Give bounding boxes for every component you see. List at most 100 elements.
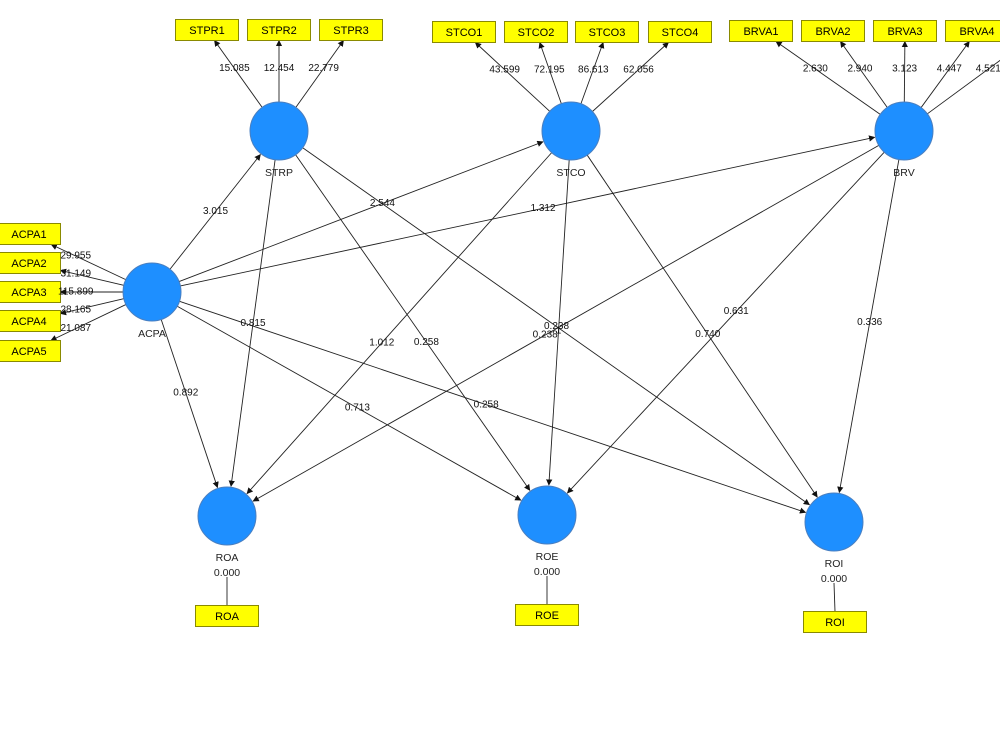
loading-brva5	[927, 59, 1000, 115]
loading-value-brva1: 2.630	[803, 64, 828, 75]
construct-brv[interactable]: BRV	[874, 101, 934, 179]
indicator-stco1[interactable]: STCO1	[432, 21, 496, 43]
indicator-box	[319, 19, 383, 41]
path-brv-to-roa	[252, 144, 880, 502]
indicator-stco3[interactable]: STCO3	[575, 21, 639, 43]
loading-value-stco2: 72.195	[534, 64, 565, 75]
path-strp-to-roi	[302, 147, 810, 506]
indicator-box	[0, 252, 61, 274]
indicator-stpr3[interactable]: STPR3	[319, 19, 383, 41]
indicator-acpa5[interactable]: ACPA5	[0, 340, 61, 362]
loading-acpa4	[59, 298, 124, 316]
path-stco-to-roi	[586, 154, 818, 498]
construct-roa[interactable]: ROA 0.000	[197, 486, 257, 579]
indicator-label: BRVA1	[743, 26, 778, 38]
construct-label: ROI	[825, 558, 844, 570]
loading-value-stpr2: 12.454	[264, 63, 295, 74]
indicator-roi_ind[interactable]: ROI	[803, 611, 867, 633]
path-coefficient-acpa-stco: 2.544	[370, 198, 395, 209]
indicator-acpa1[interactable]: ACPA1	[0, 223, 61, 245]
construct-stco[interactable]: STCO	[541, 101, 601, 179]
path-strp-to-roa	[228, 159, 276, 487]
indicator-box	[195, 605, 259, 627]
loading-value-stco1: 43.599	[489, 64, 520, 75]
path-coefficient-strp-roa: 0.815	[240, 318, 265, 329]
construct-label: STCO	[556, 167, 585, 179]
path-coefficient-acpa-brv: 1.312	[531, 203, 556, 214]
indicator-label: ROE	[535, 610, 559, 622]
loading-value-acpa5: 21.087	[60, 323, 91, 334]
indicator-box	[0, 310, 61, 332]
path-stco-to-roa	[246, 152, 553, 495]
path-brv-to-roi	[837, 159, 900, 494]
indicator-label: ACPA3	[11, 287, 46, 299]
loading-stpr1	[214, 39, 263, 108]
path-acpa-to-roa	[160, 319, 219, 489]
indicator-acpa2[interactable]: ACPA2	[0, 252, 61, 274]
path-coefficient-stco-roa: 1.012	[369, 337, 394, 348]
path-coefficient-acpa-roe: 0.713	[345, 403, 370, 414]
loading-stco1	[474, 42, 551, 112]
path-coefficient-brv-roa: 0.238	[533, 330, 558, 341]
path-coefficient-acpa-roi: 0.258	[474, 399, 499, 410]
path-brv-to-roe	[566, 151, 885, 494]
loading-acpa1	[50, 244, 126, 281]
indicator-brva3[interactable]: BRVA3	[873, 20, 937, 42]
loading-value-acpa1: 29.955	[60, 251, 91, 262]
construct-circle	[197, 486, 257, 546]
indicator-label: ACPA1	[11, 229, 46, 241]
indicator-label: STPR3	[333, 25, 368, 37]
loading-value-brva3: 3.123	[892, 64, 917, 75]
loading-acpa2	[59, 268, 124, 286]
indicator-label: STCO4	[662, 27, 699, 39]
path-acpa-to-stco	[178, 140, 544, 283]
indicator-acpa3[interactable]: ACPA3	[0, 281, 61, 303]
construct-circle	[874, 101, 934, 161]
indicator-label: STPR2	[261, 25, 296, 37]
indicator-label: STCO1	[446, 27, 483, 39]
loading-value-brva2: 2.940	[847, 64, 872, 75]
construct-r-squared: 0.000	[214, 567, 240, 579]
path-acpa-to-strp	[169, 154, 261, 270]
path-coefficient-brv-roi: 0.336	[857, 317, 882, 328]
indicator-roa_ind[interactable]: ROA	[195, 605, 259, 627]
path-acpa-to-roi	[179, 300, 807, 514]
indicator-box	[504, 21, 568, 43]
indicator-stpr2[interactable]: STPR2	[247, 19, 311, 41]
loading-value-stpr1: 15.085	[219, 63, 250, 74]
indicator-acpa4[interactable]: ACPA4	[0, 310, 61, 332]
indicator-label: STCO3	[589, 27, 626, 39]
construct-label: ROA	[216, 552, 239, 564]
indicator-brva1[interactable]: BRVA1	[729, 20, 793, 42]
indicator-box	[801, 20, 865, 42]
construct-r-squared: 0.000	[534, 566, 560, 578]
loading-value-stco4: 62.056	[623, 64, 654, 75]
loading-value-brva5: 4.521	[976, 64, 1000, 75]
path-coefficient-brv-roe: 0.631	[724, 306, 749, 317]
construct-label: BRV	[893, 167, 914, 179]
indicator-stpr1[interactable]: STPR1	[175, 19, 239, 41]
indicator-stco2[interactable]: STCO2	[504, 21, 568, 43]
loading-value-stco3: 86.613	[578, 64, 609, 75]
indicator-brva2[interactable]: BRVA2	[801, 20, 865, 42]
path-strp-to-roe	[295, 154, 531, 491]
indicator-box	[648, 21, 712, 43]
indicator-box	[0, 281, 61, 303]
construct-acpa[interactable]: ACPA	[122, 262, 182, 340]
indicator-roe_ind[interactable]: ROE	[515, 604, 579, 626]
indicator-brva4[interactable]: BRVA4	[945, 20, 1000, 42]
indicator-label: ACPA5	[11, 346, 46, 358]
loading-value-acpa4: 28.165	[60, 305, 91, 316]
indicator-box	[0, 340, 61, 362]
construct-circle	[249, 101, 309, 161]
construct-roi[interactable]: ROI 0.000	[804, 492, 864, 585]
indicator-stco4[interactable]: STCO4	[648, 21, 712, 43]
construct-r-squared: 0.000	[821, 573, 847, 585]
connector-roi_ind	[833, 582, 836, 612]
construct-strp[interactable]: STRP	[249, 101, 309, 179]
path-coefficient-stco-roe: 1	[556, 325, 562, 336]
indicator-label: BRVA3	[887, 26, 922, 38]
